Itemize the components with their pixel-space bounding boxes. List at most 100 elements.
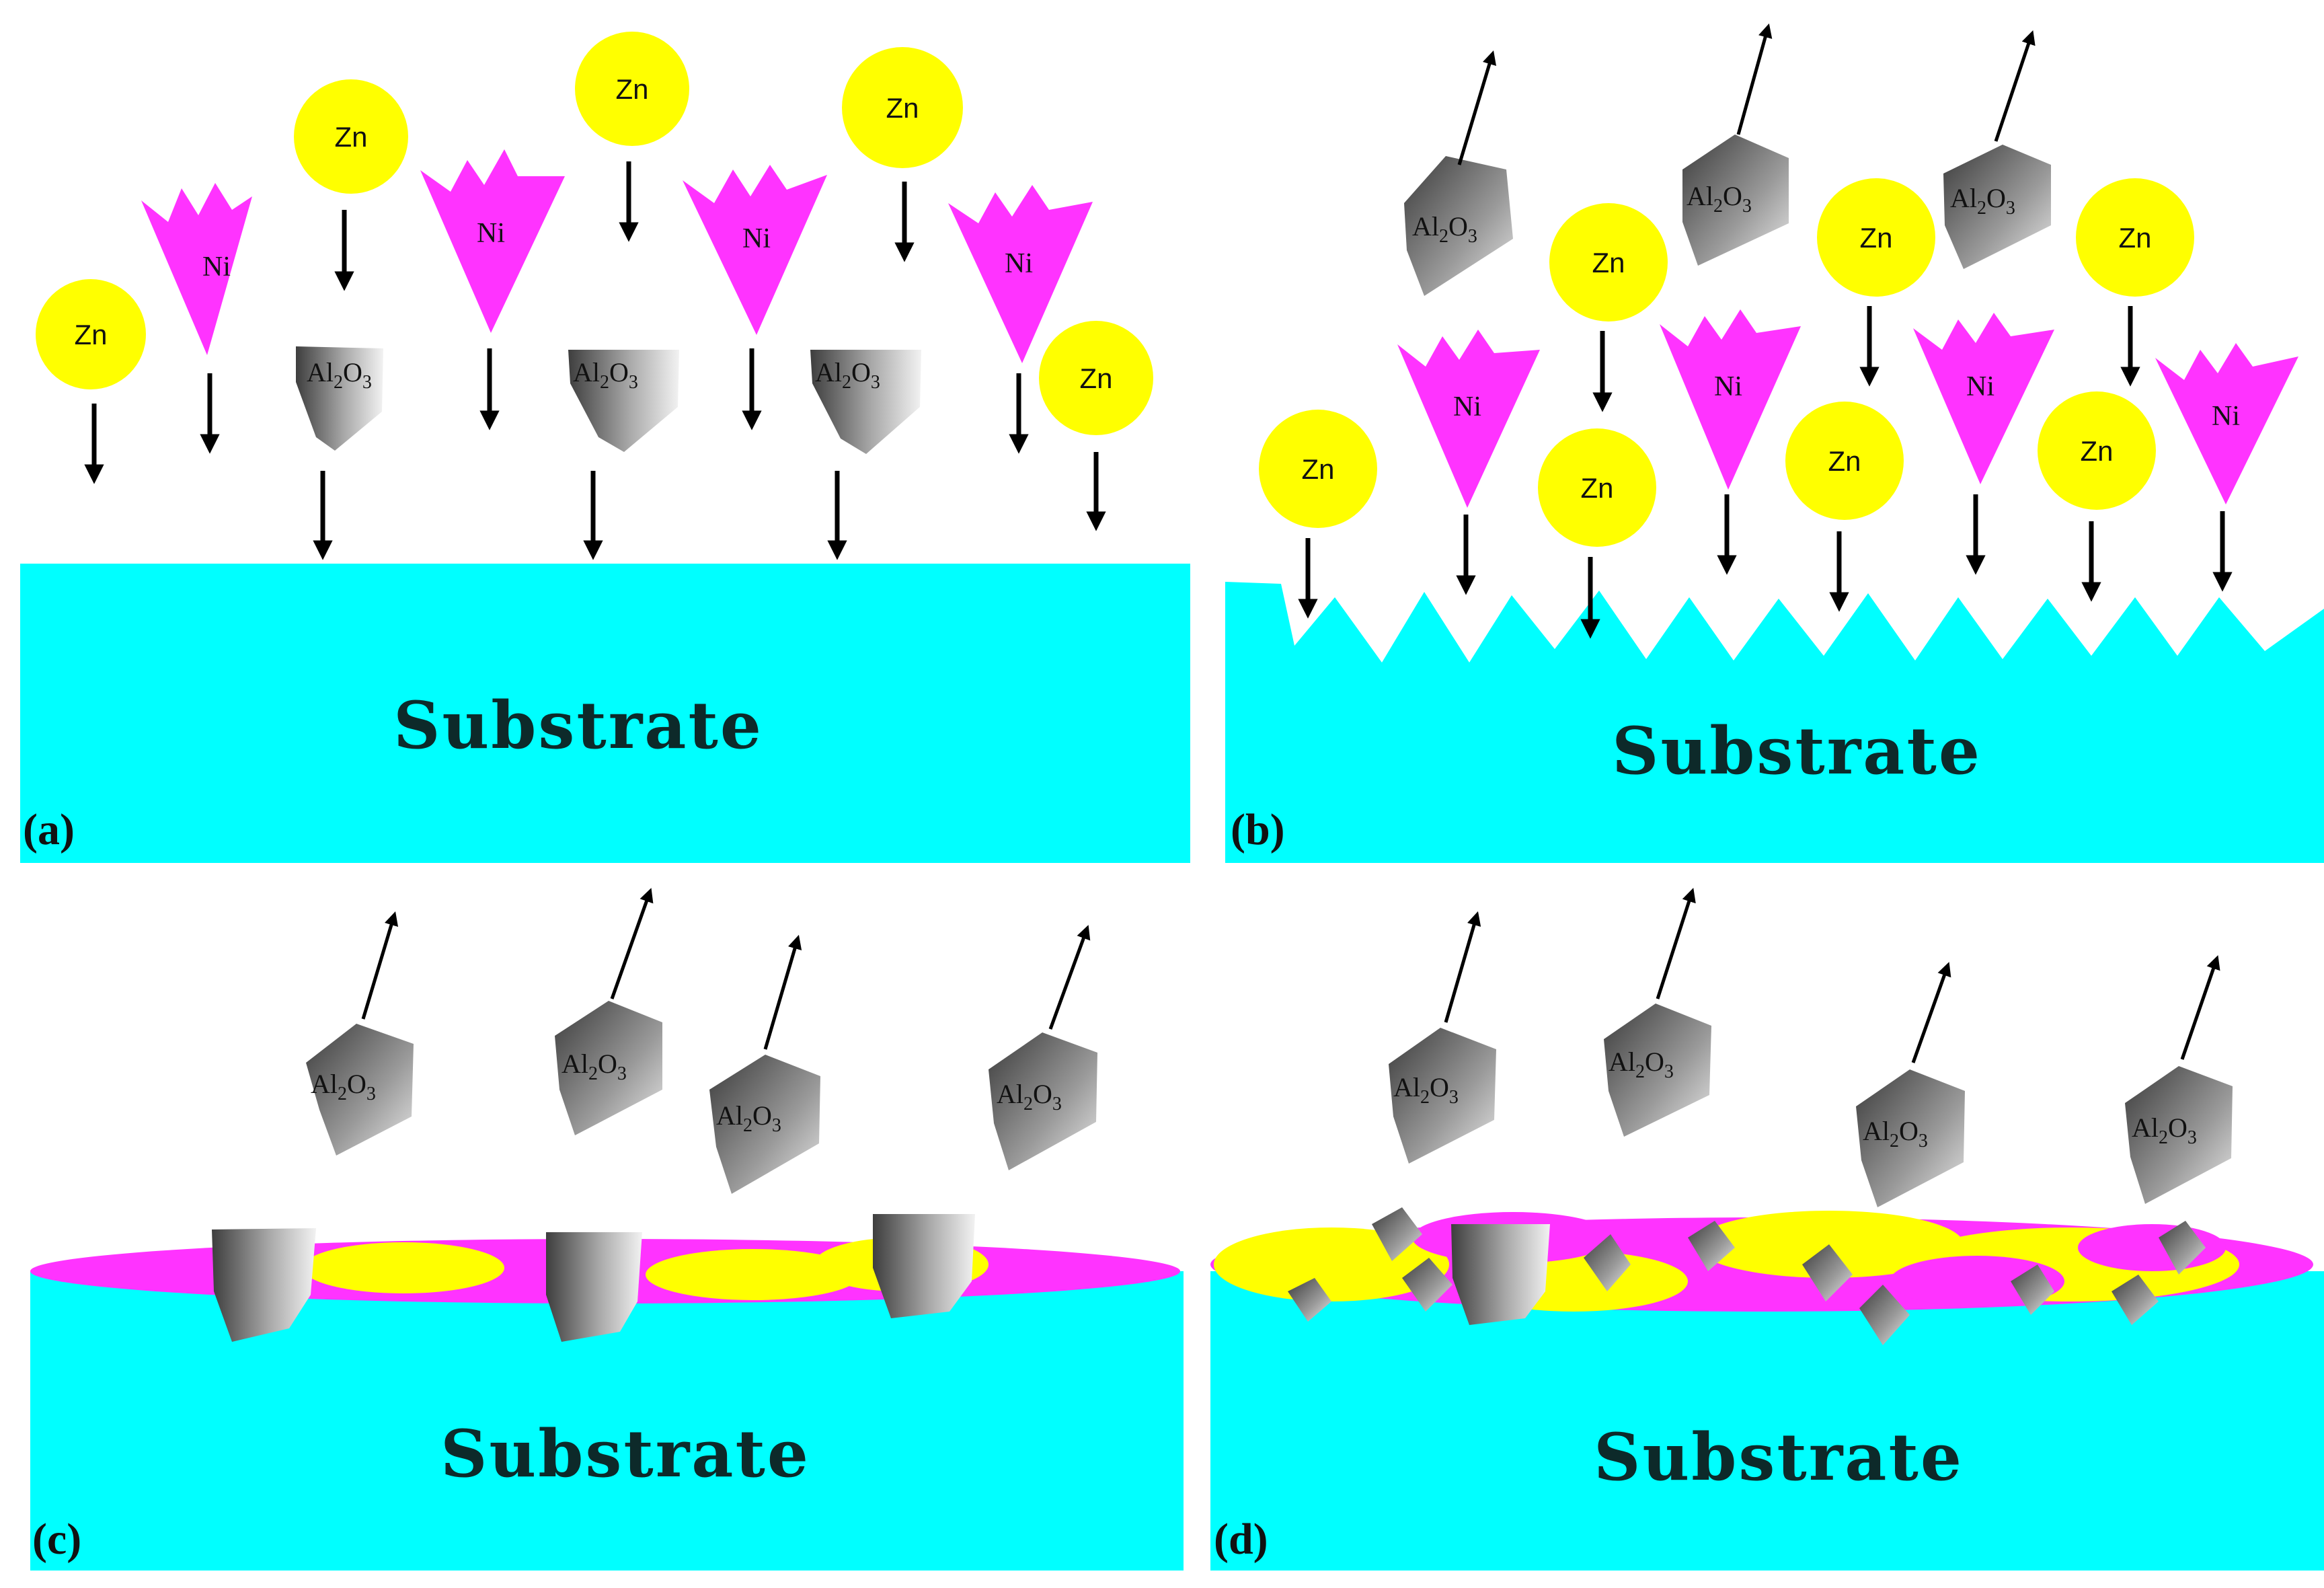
svg-text:Al2O3: Al2O3 [815,357,880,393]
yellow-circle-particle [1817,178,1935,297]
al2o3-particle: Al2O3 [296,346,383,451]
al2o3-particle: Al2O3 [709,1055,820,1194]
zn-particle: Zn [2076,178,2194,297]
svg-text:Ni: Ni [477,218,505,249]
gray-polygon-particle [1604,1004,1711,1137]
zn-particle: Zn [36,279,146,389]
svg-text:Al2O3: Al2O3 [716,1100,781,1136]
svg-text:Ni: Ni [202,252,231,282]
svg-text:Ni: Ni [1714,371,1742,402]
gray-polygon-particle [2125,1066,2233,1204]
svg-text:Zn: Zn [886,92,919,124]
arrow-up-right [1457,23,2036,165]
substrate-label: Substrate [1612,713,1982,789]
svg-text:Al2O3: Al2O3 [561,1049,627,1084]
svg-text:Zn: Zn [334,121,367,153]
arrow-down [84,161,1106,560]
svg-text:Al2O3: Al2O3 [2132,1112,2197,1148]
yellow-circle-particle [2038,391,2156,510]
svg-text:Al2O3: Al2O3 [1412,211,1477,247]
yellow-circle-particle [2076,178,2194,297]
panel-b: Substrate (b) Al2O3 Al2O3 Al2O3 Zn Zn Zn… [1225,23,2324,863]
yellow-circle-particle [1259,410,1377,528]
ni-particle: Ni [141,183,252,355]
yellow-circle-particle [1549,203,1668,322]
gray-polygon-particle [1682,135,1789,266]
magenta-spiky-triangle-particle [948,185,1093,363]
svg-text:Al2O3: Al2O3 [311,1069,376,1104]
yellow-circle-particle [1785,402,1904,520]
panel-c: Substrate (c) Al2O3 Al2O3 Al2O3 Al2O3 [30,888,1184,1571]
gray-polygon-particle [1389,1028,1496,1164]
al2o3-particle: Al2O3 [568,350,679,452]
magenta-spiky-triangle-particle [141,183,252,355]
gray-polygon-particle [873,1214,975,1318]
al2o3-particle: Al2O3 [1389,1028,1496,1164]
magenta-spiky-triangle-particle [420,149,565,333]
svg-text:Al2O3: Al2O3 [307,357,372,393]
ni-particle: Ni [420,149,565,333]
svg-text:Zn: Zn [615,73,648,105]
gray-polygon-particle [212,1228,316,1342]
panel-label: (a) [23,805,75,854]
zn-particle: Zn [1538,428,1656,547]
gray-polygon-particle [1451,1224,1550,1325]
svg-text:Zn: Zn [1580,472,1613,504]
yellow-circle-particle [575,32,689,146]
svg-text:Zn: Zn [2118,222,2151,254]
magenta-spiky-triangle-particle [2155,343,2298,504]
magenta-spiky-triangle-particle [1660,309,1801,490]
svg-text:Zn: Zn [74,319,107,350]
magenta-spiky-triangle-particle [1913,313,2054,484]
svg-text:Ni: Ni [1005,248,1033,279]
panel-label: (c) [32,1515,81,1564]
ni-particle: Ni [1397,330,1540,508]
gray-polygon-particle [306,1024,414,1156]
substrate [1225,582,2324,863]
svg-text:Ni: Ni [2212,401,2240,432]
al2o3-particle: Al2O3 [1856,1069,1965,1207]
substrate-label: Substrate [440,1416,810,1492]
panel-label: (d) [1214,1515,1268,1564]
svg-text:Al2O3: Al2O3 [1863,1116,1928,1151]
yellow-circle-particle [294,79,408,194]
al2o3-particle: Al2O3 [810,350,921,454]
panel-label: (b) [1231,805,1285,854]
gray-polygon-particle [1404,156,1513,296]
panel-a: Substrate (a) Zn Zn Zn Zn Zn Ni Ni Ni Ni… [20,32,1190,863]
substrate-label: Substrate [393,687,763,763]
arrow-up-right [1444,888,2220,1063]
svg-text:Al2O3: Al2O3 [1609,1047,1674,1082]
yellow-circle-particle [1039,321,1153,435]
substrate [20,564,1190,863]
al2o3-particle: Al2O3 [2125,1066,2233,1204]
gray-polygon-particle [296,346,383,451]
svg-text:Zn: Zn [2080,435,2113,467]
ni-particle: Ni [1660,309,1801,490]
al2o3-particle: Al2O3 [1404,156,1513,296]
svg-text:Al2O3: Al2O3 [573,357,638,393]
svg-text:Ni: Ni [1453,391,1481,422]
gray-polygon-particle [546,1232,642,1342]
gray-polygon-particle [709,1055,820,1194]
panel-d: Substrate (d) Al2O3 Al2O3 Al2O3 Al2O3 [1210,888,2324,1571]
al2o3-particle: Al2O3 [306,1024,414,1156]
svg-text:Zn: Zn [1859,222,1892,254]
zn-particle: Zn [1259,410,1377,528]
al2o3-particle: Al2O3 [989,1032,1097,1170]
arrow-down [1298,306,2233,639]
substrate [1210,1271,2324,1571]
zn-particle: Zn [1549,203,1668,322]
embedded-al2o3 [1288,1207,2206,1345]
al2o3-particle: Al2O3 [1682,135,1789,266]
ni-particle: Ni [948,185,1093,363]
gray-polygon-particle [555,1001,662,1135]
al2o3-particle: Al2O3 [1943,145,2051,269]
zn-particle: Zn [1817,178,1935,297]
yellow-circle-particle [1538,428,1656,547]
gray-polygon-particle [810,350,921,454]
svg-text:Zn: Zn [1079,363,1112,394]
ni-particle: Ni [2155,343,2298,504]
magenta-spiky-triangle-particle [1397,330,1540,508]
svg-text:Zn: Zn [1592,247,1625,278]
